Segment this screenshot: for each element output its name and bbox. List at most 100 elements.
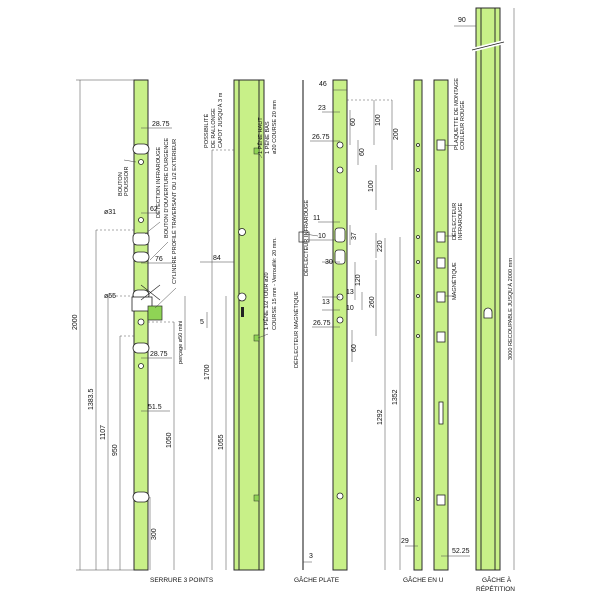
hole — [336, 316, 344, 324]
slot-hole — [132, 491, 150, 503]
note-pene-demi-2: COURSE 15 mm - Verrouillé: 20 mm. — [272, 237, 278, 330]
note-urgence: BOUTON D'OUVERTURE D'URGENCE — [164, 138, 170, 238]
marker — [253, 494, 260, 502]
dim-300: 300 — [151, 528, 158, 540]
gache-plate-details — [298, 141, 346, 500]
note-deflecteur-ir2-2: INFRAROUGE — [458, 202, 464, 240]
label-gache-rep-1: GÂCHE À — [482, 575, 512, 584]
dim-13b: 13 — [322, 299, 330, 306]
dim-46: 46 — [319, 81, 327, 88]
dimension-lines — [76, 8, 515, 571]
label-gache-rep-2: RÉPÉTITION — [476, 584, 515, 593]
hole — [237, 292, 247, 302]
gache-repetition-inner — [480, 7, 496, 571]
dim-11: 11 — [313, 215, 320, 222]
note-plaquette-1: PLAQUETTE DE MONTAGE — [454, 78, 460, 150]
dim-950: 950 — [112, 444, 119, 456]
deflecteur — [436, 231, 446, 243]
note-deflecteur-ir: DÉFLECTEUR INFRAROUGE — [303, 200, 310, 276]
dim-220: 220 — [377, 240, 384, 252]
note-pene-demi-1: 1 PÊNE 1/2 TOUR ø20 — [262, 272, 270, 330]
marker — [253, 147, 260, 155]
dim-120: 120 — [355, 274, 362, 286]
slot — [436, 494, 446, 506]
dim-26-75a: 26.75 — [312, 134, 330, 141]
note-pene-haut-3: ø20 COURSE 20 mm — [272, 100, 278, 154]
label-gache-plate: GÂCHE PLATE — [294, 575, 340, 584]
note-detection: DÉTECTION INFRAROUGE — [155, 147, 162, 218]
dim-1107: 1107 — [100, 425, 107, 440]
dim-1700: 1700 — [204, 364, 211, 380]
dim-37: 37 — [351, 232, 358, 240]
dim-51-5: 51.5 — [148, 404, 162, 411]
hole — [138, 217, 144, 223]
dim-2000: 2000 — [72, 314, 79, 330]
dim-60b: 60 — [359, 148, 366, 156]
gache-plate-profile — [332, 79, 348, 571]
note-deflecteur-mag: DÉFLECTEUR MAGNÉTIQUE — [293, 291, 300, 368]
hole — [138, 159, 144, 165]
gache-repetition-details — [483, 307, 493, 319]
serrure-details — [131, 143, 163, 503]
note-magnetique: MAGNÉTIQUE — [451, 262, 458, 300]
note-deflecteur-ir2-1: DÉFLECTEUR — [451, 203, 458, 240]
break-line — [471, 41, 505, 51]
key-slot — [241, 307, 244, 317]
dim-84: 84 — [213, 255, 221, 262]
note-percage: perçage ø50 mini — [178, 321, 184, 364]
dim-1055: 1055 — [218, 434, 225, 450]
slot — [334, 227, 346, 243]
cylinder-marker — [147, 305, 163, 321]
cylinder-box — [131, 296, 153, 312]
note-cylindre: CYLINDRE PROFILÉ TRAVERSANT OU 1/2 EXTÉR… — [171, 139, 178, 284]
dim-55: ø55 — [104, 293, 116, 300]
hole — [336, 492, 344, 500]
capot-inner — [238, 79, 260, 571]
dim-1050: 1050 — [166, 432, 173, 448]
gache-u-profile — [433, 79, 449, 571]
leader-lines — [123, 144, 457, 339]
dim-52-25: 52.25 — [452, 548, 470, 555]
dim-60c: 60 — [351, 344, 358, 352]
capot-details — [237, 147, 260, 502]
dim-260: 260 — [369, 296, 376, 308]
dim-23: 23 — [318, 105, 326, 112]
note-possibilite-3: CAPOT JUSQU'À 3 m — [217, 92, 224, 148]
note-bouton-1: BOUTON — [118, 172, 124, 196]
note-pene-haut-1: 1 PÊNE HAUT — [256, 117, 264, 154]
dim-1292: 1292 — [377, 409, 384, 425]
hole — [238, 228, 246, 236]
label-serrure: SERRURE 3 POINTS — [150, 577, 214, 584]
gache-u-details — [416, 139, 446, 506]
note-possibilite-2: DE RALLONGE — [211, 108, 217, 148]
dim-100b: 100 — [368, 180, 375, 192]
dim-28-75-top: 28.75 — [152, 121, 170, 128]
slot — [334, 249, 346, 265]
slot — [436, 291, 446, 303]
annotations: BOUTON POUSSOIR DÉTECTION INFRAROUGE BOU… — [118, 78, 514, 368]
dim-90: 90 — [458, 17, 466, 24]
dim-60a: 60 — [350, 118, 357, 126]
slot-hole — [132, 143, 150, 155]
slot — [436, 257, 446, 269]
dim-10: 10 — [318, 233, 326, 240]
dim-1383: 1383.5 — [88, 388, 95, 410]
hole — [336, 141, 344, 149]
marker — [253, 334, 260, 342]
dim-200: 200 — [393, 128, 400, 140]
slot — [436, 331, 446, 343]
hole — [138, 363, 144, 369]
dim-3: 3 — [309, 553, 313, 560]
slot-hole — [132, 251, 150, 263]
dim-26-75b: 26.75 — [313, 320, 331, 327]
dim-29: 29 — [401, 538, 409, 545]
label-gache-u: GÂCHE EN U — [403, 575, 444, 584]
dim-100a: 100 — [375, 114, 382, 126]
dim-1352: 1352 — [392, 389, 399, 405]
long-slot — [438, 401, 444, 425]
note-recoupable: 3000 RECOUPABLE JUSQU'À 2000 mm — [507, 258, 514, 360]
note-pene-haut-2: 1 PÊNE BAS — [263, 121, 271, 154]
note-plaquette-2: COULEUR ROUGE — [460, 100, 466, 150]
